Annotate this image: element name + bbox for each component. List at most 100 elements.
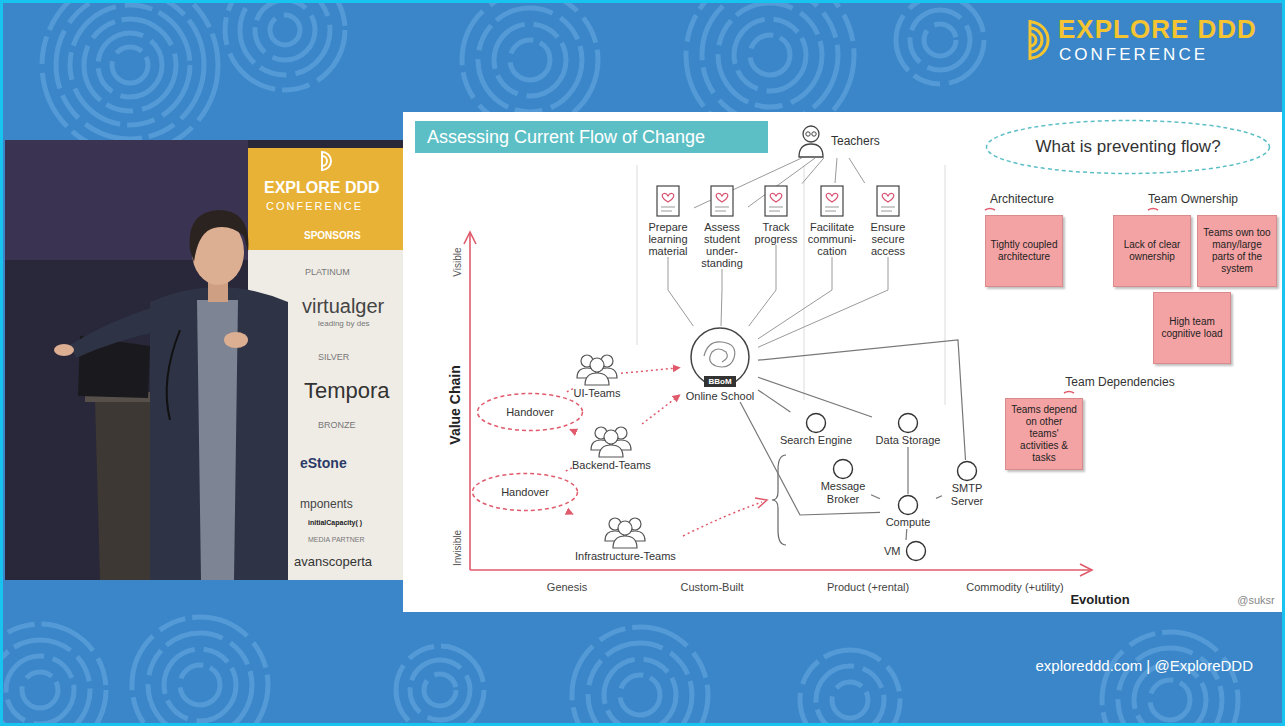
background-pattern — [22, 672, 58, 708]
axis — [464, 232, 476, 244]
component-node: Compute — [880, 494, 936, 529]
background-pattern — [572, 627, 708, 726]
background-pattern — [70, 5, 190, 125]
background-pattern — [255, 0, 315, 60]
banner-text: eStone — [300, 455, 347, 471]
card-icon — [818, 183, 846, 219]
background-pattern — [270, 15, 300, 45]
connector — [621, 368, 680, 374]
section-heading: Team Ownership — [1148, 193, 1238, 207]
dashed-oval: Handover — [471, 472, 579, 512]
dependency-arrow — [683, 502, 762, 536]
axis-label: Visible — [452, 247, 464, 276]
team-symbol-part — [585, 373, 609, 385]
speaker-photo — [248, 140, 403, 148]
background-pattern — [240, 0, 330, 75]
speaker-photo — [5, 140, 250, 580]
connector — [835, 158, 837, 183]
speaker-photo — [321, 151, 323, 171]
background-pattern — [494, 24, 566, 96]
background-pattern — [896, 0, 984, 84]
card-icon — [708, 183, 736, 219]
need-card: Prepare learning material — [642, 183, 694, 257]
speaker-photo — [70, 305, 165, 358]
connector — [802, 158, 824, 184]
team-symbol-part — [577, 355, 617, 385]
axis — [1080, 564, 1092, 576]
stage-label: Commodity (+utility) — [966, 581, 1064, 594]
speaker-photo — [224, 332, 248, 348]
card-symbol-part — [825, 207, 839, 211]
node-text: Ensure secure access — [862, 221, 914, 257]
sticky-note: High team cognitive load — [1153, 292, 1231, 364]
node-text: Tightly coupled architecture — [990, 239, 1058, 263]
need-card: Facilitate communi-cation — [806, 183, 858, 257]
dependency-arrow — [683, 498, 767, 536]
background-pattern — [84, 19, 176, 111]
banner-text: Tempora — [304, 378, 390, 403]
banner-text: leading by des — [318, 319, 370, 328]
background-pattern — [750, 35, 790, 75]
section-heading: Architecture — [990, 193, 1054, 207]
speaker-photo — [54, 344, 74, 356]
connector — [668, 257, 693, 326]
speaker-photo — [5, 140, 403, 580]
dot-icon — [905, 540, 927, 562]
sticky-note: Tightly coupled architecture — [985, 215, 1063, 287]
stage-label: Product (+rental) — [827, 581, 909, 594]
connector — [758, 257, 832, 339]
component-node: Search Engine — [776, 412, 856, 447]
background-pattern — [98, 33, 162, 97]
team-node: Infrastructure-Teams — [575, 515, 676, 562]
background-pattern — [42, 0, 218, 153]
background-pattern — [164, 649, 236, 721]
node-text: Track progress — [750, 221, 802, 245]
connector — [849, 158, 865, 183]
teacher-symbol-part — [803, 126, 819, 142]
card-symbol-part — [662, 193, 674, 202]
axis-title: Value Chain — [447, 365, 463, 444]
card-symbol-part — [715, 207, 729, 211]
team-node: Backend-Teams — [572, 424, 651, 471]
card-symbol-part — [765, 186, 787, 216]
node-text: Teams depend on other teams' activities … — [1010, 404, 1078, 464]
node-text: High team cognitive load — [1158, 316, 1226, 340]
team-symbol-part — [599, 445, 623, 457]
background-pattern — [800, 650, 900, 726]
team-symbol — [573, 352, 621, 386]
banner-text: BRONZE — [318, 420, 356, 430]
banner-text: initialCapacity( ) — [308, 519, 362, 527]
oval-outline — [987, 121, 1270, 174]
card-symbol — [818, 183, 846, 219]
team-symbol — [601, 515, 649, 549]
node-text: What is preventing flow? — [1035, 137, 1220, 157]
card-symbol-part — [826, 193, 838, 202]
card-symbol — [762, 183, 790, 219]
background-pattern — [604, 659, 676, 726]
connector — [567, 389, 573, 392]
card-icon — [762, 183, 790, 219]
sticky-note: Teams depend on other teams' activities … — [1005, 398, 1083, 470]
dot-symbol — [897, 494, 919, 516]
teacher-symbol-part — [799, 144, 823, 157]
dot-symbol-part — [834, 460, 853, 479]
background-pattern — [910, 10, 970, 70]
banner-text: CONFERENCE — [266, 200, 363, 213]
dot-symbol-part — [899, 496, 918, 515]
dot-symbol — [956, 460, 978, 482]
dot-symbol-part — [899, 414, 918, 433]
node-text: Handover — [506, 406, 554, 418]
oval-outline — [473, 474, 578, 511]
teacher-symbol — [797, 124, 825, 158]
connector — [570, 429, 576, 432]
dot-symbol — [805, 412, 827, 434]
background-pattern — [0, 640, 90, 726]
connector — [936, 496, 942, 499]
background-pattern — [0, 624, 106, 726]
dot-icon — [956, 460, 978, 482]
speaker-photo — [248, 148, 403, 250]
